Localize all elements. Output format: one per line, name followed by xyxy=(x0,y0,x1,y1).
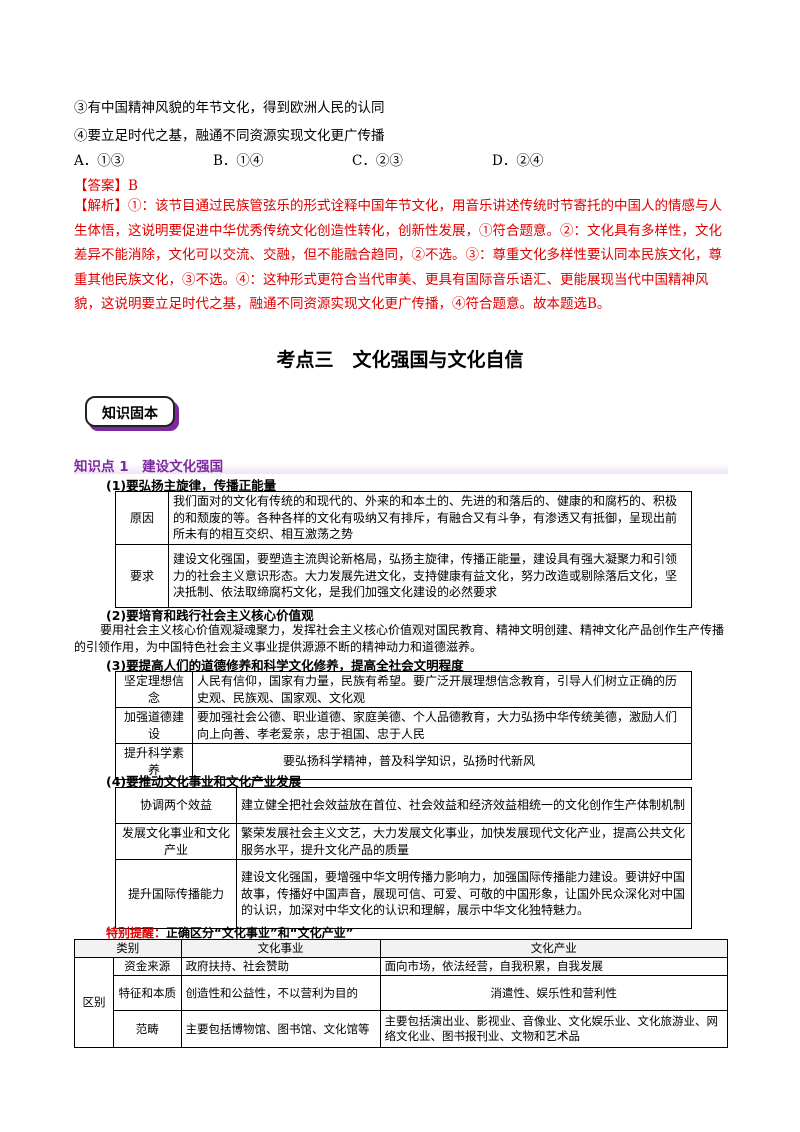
badge-text: 知识固本 xyxy=(102,406,158,422)
row-b: 消遣性、娱乐性和营利性 xyxy=(379,975,729,1011)
row-text: 要弘扬科学精神，普及科学知识，弘扬时代新风 xyxy=(192,743,692,780)
table-row: 特征和本质 创造性和公益性，不以营利为目的 消遣性、娱乐性和营利性 xyxy=(75,975,729,1011)
row-label: 加强道德建设 xyxy=(115,707,193,744)
knowledge-point-text: 知识点 1 建设文化强国 xyxy=(74,459,224,475)
sub-4-table: 协调两个效益 建立健全把社会效益放在首位、社会效益和经济效益相统一的文化创作生产… xyxy=(115,787,692,929)
row-label: 协调两个效益 xyxy=(115,787,237,824)
knowledge-badge: 知识固本 xyxy=(85,396,181,432)
row-label: 特征和本质 xyxy=(113,975,182,1011)
row-label: 提升国际传播能力 xyxy=(115,859,237,929)
table-row: 范畴 主要包括博物馆、图书馆、文化馆等 主要包括演出业、影视业、音像业、文化娱乐… xyxy=(75,1010,729,1048)
table-row: 提升国际传播能力 建设文化强国，要增强中华文明传播力影响力，加强国际传播能力建设… xyxy=(115,859,692,929)
sub-2-text: 要用社会主义核心价值观凝魂聚力，发挥社会主义核心价值观对国民教育、精神文明创建、… xyxy=(74,623,725,654)
table-row: 原因 我们面对的文化有传统的和现代的、外来的和本土的、先进的和落后的、健康的和腐… xyxy=(115,491,692,545)
sub-1-title: (1)要弘扬主旋律，传播正能量 xyxy=(106,478,277,493)
sub-3-title: (3)要提高人们的道德修养和科学文化修养，提高全社会文明程度 xyxy=(106,658,464,673)
row-text: 人民有信仰，国家有力量，民族有希望。要广泛开展理想信念教育，引导人们树立正确的历… xyxy=(192,671,692,708)
sub-4-title: (4)要推动文化事业和文化产业发展 xyxy=(106,774,302,789)
header-category: 类别 xyxy=(74,939,182,958)
answer: 【答案】B xyxy=(74,174,138,194)
badge-frame-icon xyxy=(85,396,179,431)
header-culture-industry: 文化产业 xyxy=(379,939,729,958)
row-text: 建设文化强国，要增强中华文明传播力影响力，加强国际传播能力建设。要讲好中国故事，… xyxy=(236,859,692,929)
compare-table: 类别 文化事业 文化产业 区别 资金来源 政府扶持、社会赞助 面向市场，依法经营… xyxy=(74,939,729,1048)
header-public-culture: 文化事业 xyxy=(180,939,381,958)
choice-a: A．①③ xyxy=(74,153,125,169)
row-a: 主要包括博物馆、图书馆、文化馆等 xyxy=(180,1010,381,1048)
row-a: 创造性和公益性，不以营利为目的 xyxy=(180,975,381,1011)
group-label: 区别 xyxy=(74,957,114,1048)
row-label: 原因 xyxy=(115,491,169,545)
choice-b: B．①④ xyxy=(213,153,264,169)
row-text: 建设文化强国，要塑造主流舆论新格局，弘扬主旋律，传播正能量，建设具有强大凝聚力和… xyxy=(168,544,692,608)
table-row: 提升科学素养 要弘扬科学精神，普及科学知识，弘扬时代新风 xyxy=(115,743,692,780)
row-text: 建立健全把社会效益放在首位、社会效益和经济效益相统一的文化创作生产体制机制 xyxy=(236,787,692,824)
answer-label: 【答案】 xyxy=(74,178,128,194)
row-a: 政府扶持、社会赞助 xyxy=(180,957,381,976)
row-text: 我们面对的文化有传统的和现代的、外来的和本土的、先进的和落后的、健康的和腐朽的、… xyxy=(168,491,692,545)
sub-1-table: 原因 我们面对的文化有传统的和现代的、外来的和本土的、先进的和落后的、健康的和腐… xyxy=(115,491,692,608)
sub-3-table: 坚定理想信念 人民有信仰，国家有力量，民族有希望。要广泛开展理想信念教育，引导人… xyxy=(115,671,692,780)
section-title: 考点三 文化强国与文化自信 xyxy=(276,349,524,371)
row-label: 资金来源 xyxy=(113,957,182,976)
answer-value: B xyxy=(128,178,138,194)
table-row: 加强道德建设 要加强社会公德、职业道德、家庭美德、个人品德教育，大力弘扬中华传统… xyxy=(115,707,692,744)
row-label: 要求 xyxy=(115,544,169,608)
choice-d: D．②④ xyxy=(492,153,544,169)
table-row: 协调两个效益 建立健全把社会效益放在首位、社会效益和经济效益相统一的文化创作生产… xyxy=(115,787,692,824)
row-label: 范畴 xyxy=(113,1010,182,1048)
option-4: ④要立足时代之基，融通不同资源实现文化更广传播 xyxy=(74,128,385,144)
analysis-text: ①：该节目通过民族管弦乐的形式诠释中国年节文化，用音乐讲述传统时节寄托的中国人的… xyxy=(74,198,722,312)
choice-c: C．②③ xyxy=(352,153,403,169)
table-row: 要求 建设文化强国，要塑造主流舆论新格局，弘扬主旋律，传播正能量，建设具有强大凝… xyxy=(115,544,692,608)
table-header-row: 类别 文化事业 文化产业 xyxy=(74,939,729,958)
analysis: 【解析】①：该节目通过民族管弦乐的形式诠释中国年节文化，用音乐讲述传统时节寄托的… xyxy=(74,194,728,317)
table-row: 区别 资金来源 政府扶持、社会赞助 面向市场，依法经营，自我积累，自我发展 xyxy=(74,957,729,1048)
table-row: 发展文化事业和文化产业 繁荣发展社会主义文艺，大力发展文化事业，加快发展现代文化… xyxy=(115,823,692,860)
analysis-label: 【解析】 xyxy=(74,198,128,214)
table-row: 坚定理想信念 人民有信仰，国家有力量，民族有希望。要广泛开展理想信念教育，引导人… xyxy=(115,671,692,708)
option-3: ③有中国精神风貌的年节文化，得到欧洲人民的认同 xyxy=(74,100,385,116)
row-b: 主要包括演出业、影视业、音像业、文化娱乐业、文化旅游业、网络文化业、图书报刊业、… xyxy=(379,1010,729,1048)
row-text: 繁荣发展社会主义文艺，大力发展文化事业，加快发展现代文化产业，提高公共文化服务水… xyxy=(236,823,692,860)
row-label: 坚定理想信念 xyxy=(115,671,193,708)
row-b: 面向市场，依法经营，自我积累，自我发展 xyxy=(379,957,729,976)
tip-text: 正确区分“文化事业”和“文化产业” xyxy=(166,926,354,940)
knowledge-point-heading: 知识点 1 建设文化强国 xyxy=(74,454,728,475)
tip-label: 特别提醒： xyxy=(106,926,167,940)
sub-2-title: (2)要培育和践行社会主义核心价值观 xyxy=(106,608,314,623)
row-text: 要加强社会公德、职业道德、家庭美德、个人品德教育，大力弘扬中华传统美德，激励人们… xyxy=(192,707,692,744)
row-label: 发展文化事业和文化产业 xyxy=(115,823,237,860)
special-tip: 特别提醒：正确区分“文化事业”和“文化产业” xyxy=(106,924,354,941)
